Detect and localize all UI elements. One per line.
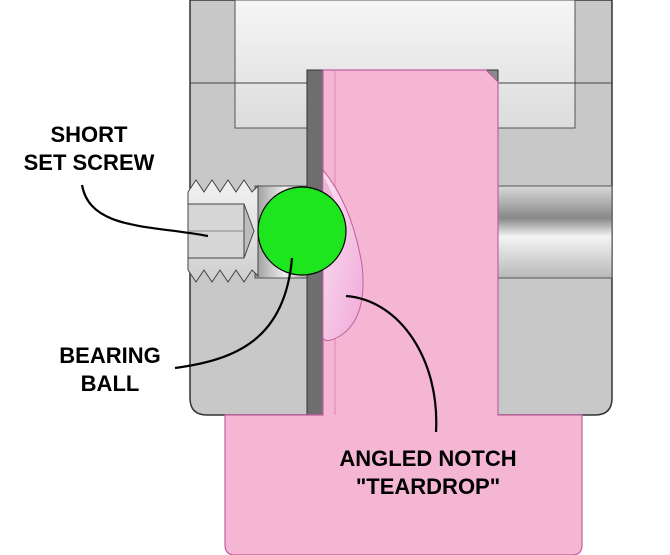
label-bearing-ball-line1: BEARING [59, 343, 161, 368]
label-short-set-screw-line2: SET SCREW [23, 150, 155, 175]
leader-bearing-ball [174, 257, 294, 370]
label-bearing-ball-line2: BALL [80, 371, 140, 396]
label-bearing-ball: BEARING BALL [40, 342, 180, 398]
label-short-set-screw: SHORT SET SCREW [14, 121, 164, 177]
set-screw [187, 179, 259, 283]
leader-set-screw [80, 184, 209, 238]
label-angled-notch-line2: "TEARDROP" [355, 474, 501, 499]
bearing-ball [257, 186, 347, 276]
right-bore [497, 185, 613, 279]
label-angled-notch: ANGLED NOTCH "TEARDROP" [318, 445, 538, 501]
label-short-set-screw-line1: SHORT [50, 122, 128, 147]
label-angled-notch-line1: ANGLED NOTCH [339, 446, 517, 471]
leader-notch [345, 294, 438, 433]
